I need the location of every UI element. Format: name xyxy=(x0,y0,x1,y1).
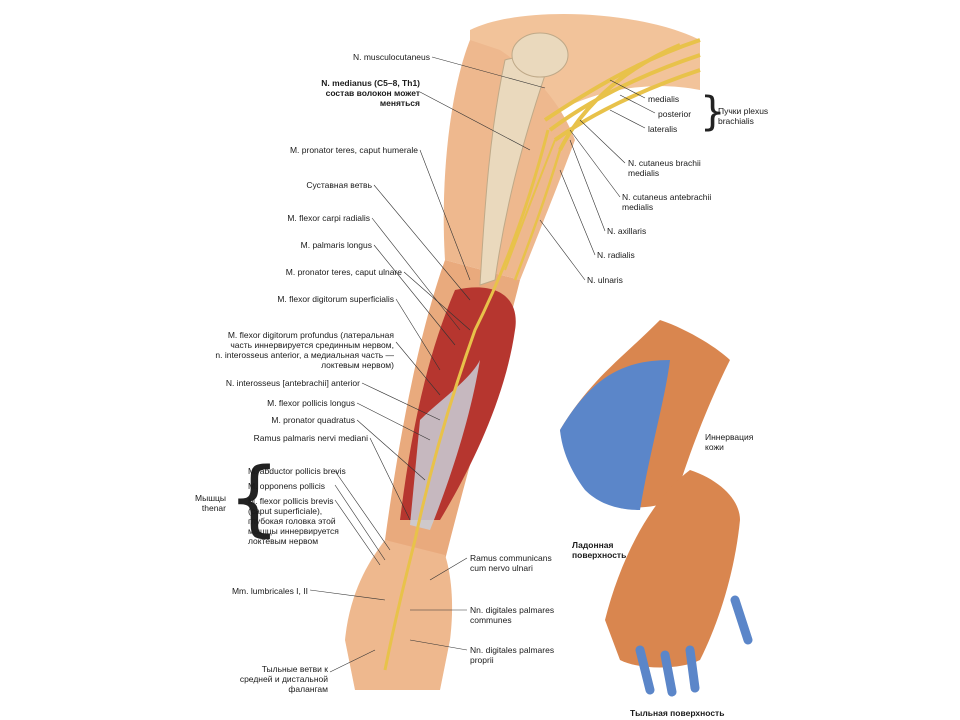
dorsal-hand-skin xyxy=(605,470,740,668)
label-flexor-pollicis-brevis-line1: M. flexor pollicis brevis xyxy=(248,496,334,506)
dorsal-innervation-tips xyxy=(635,595,753,697)
humeral-head-bone xyxy=(511,32,569,78)
label-ramus-communicans-line1: Ramus communicans xyxy=(470,553,552,563)
radial-nerve xyxy=(504,139,556,271)
label-digitales-proprii-line2: proprii xyxy=(470,655,494,665)
leader-lines xyxy=(309,56,656,673)
label-ulnaris: N. ulnaris xyxy=(587,275,623,285)
label-medianus-line2: состав волокон может xyxy=(325,88,420,98)
ulnar-nerve xyxy=(513,149,562,281)
label-medianus-line3: меняться xyxy=(379,98,420,108)
label-innervatsiya-line1: Иннервация xyxy=(705,432,754,442)
label-flexor-pollicis-brevis-line2: (caput superficiale), xyxy=(248,506,323,516)
label-tylnye-vetvi-line2: средней и дистальной xyxy=(239,674,328,684)
label-flexor-pollicis-brevis-line3: глубокая головка этой xyxy=(248,516,336,526)
thenar-brace: { xyxy=(228,451,281,546)
label-palmaris-longus: M. palmaris longus xyxy=(300,240,372,250)
label-cutaneus-antebrachii-line1: N. cutaneus antebrachii xyxy=(622,192,712,202)
label-thenar: thenar xyxy=(201,503,226,513)
label-myshtsy: Мышцы xyxy=(195,493,226,503)
median-nerve xyxy=(383,129,550,671)
label-tylnye-vetvi-line3: фалангам xyxy=(288,684,328,694)
label-tylnye-vetvi-line1: Тыльные ветви к xyxy=(261,664,328,674)
label-medialis: medialis xyxy=(648,94,680,104)
label-innervatsiya-line2: кожи xyxy=(705,442,724,452)
label-interosseus-anterior: N. interosseus [antebrachii] anterior xyxy=(225,378,360,388)
label-pronator-teres-ulnare: M. pronator teres, caput ulnare xyxy=(285,267,402,277)
label-pronator-teres-humerale: M. pronator teres, caput humerale xyxy=(289,145,418,155)
label-sustavnaya-vetv: Суставная ветвь xyxy=(306,180,372,190)
label-puchki-line2: brachialis xyxy=(718,116,754,126)
label-ladonnaya-line1: Ладонная xyxy=(572,540,614,550)
palm-innervation-zone xyxy=(560,360,670,510)
label-flexor-dig-superficialis: M. flexor digitorum superficialis xyxy=(277,294,394,304)
hand-skin xyxy=(345,540,453,690)
label-axillaris: N. axillaris xyxy=(607,226,647,236)
label-flexor-pollicis-brevis-line4: мышцы иннервируется xyxy=(248,526,339,536)
plexus-nerves xyxy=(543,38,701,151)
label-digitales-proprii-line1: Nn. digitales palmares xyxy=(470,645,555,655)
plexus-brace: } xyxy=(700,89,726,135)
label-digitales-communes-line2: communes xyxy=(470,615,512,625)
label-cutaneus-brachii-line2: medialis xyxy=(628,168,660,178)
label-cutaneus-antebrachii-line2: medialis xyxy=(622,202,654,212)
label-ramus-communicans-line2: cum nervo ulnari xyxy=(470,563,533,573)
label-opponens-pollicis: M. opponens pollicis xyxy=(248,481,326,491)
label-digitales-communes-line1: Nn. digitales palmares xyxy=(470,605,555,615)
label-lumbricales: Mm. lumbricales I, II xyxy=(231,586,308,596)
label-flexor-dig-profundus-line1: M. flexor digitorum profundus (латеральн… xyxy=(227,330,394,340)
label-flexor-pollicis-brevis-line5: локтевым нервом xyxy=(248,536,319,546)
label-flexor-pollicis-longus: M. flexor pollicis longus xyxy=(267,398,355,408)
label-puchki-line1: Пучки plexus xyxy=(718,106,769,116)
label-radialis: N. radialis xyxy=(597,250,635,260)
label-flexor-carpi-radialis: M. flexor carpi radialis xyxy=(287,213,370,223)
label-lateralis: lateralis xyxy=(648,124,678,134)
label-ramus-palmaris: Ramus palmaris nervi mediani xyxy=(253,433,368,443)
label-pronator-quadratus: M. pronator quadratus xyxy=(271,415,355,425)
label-ladonnaya-line2: поверхность xyxy=(572,550,627,560)
label-posterior: posterior xyxy=(658,109,692,119)
label-flexor-dig-profundus-line3: n. interosseus anterior, а медиальная ча… xyxy=(215,350,394,360)
label-musculocutaneus: N. musculocutaneus xyxy=(352,52,430,62)
label-abductor-pollicis-brevis: M. abductor pollicis brevis xyxy=(248,466,346,476)
label-medianus-line1: N. medianus (C5–8, Th1) xyxy=(321,78,420,88)
label-cutaneus-brachii-line1: N. cutaneus brachii xyxy=(628,158,701,168)
label-flexor-dig-profundus-line4: локтевым нервом) xyxy=(321,360,394,370)
label-flexor-dig-profundus-line2: часть иннервируется срединным нервом, xyxy=(230,340,394,350)
label-tylnaya: Тыльная поверхность xyxy=(630,708,725,718)
